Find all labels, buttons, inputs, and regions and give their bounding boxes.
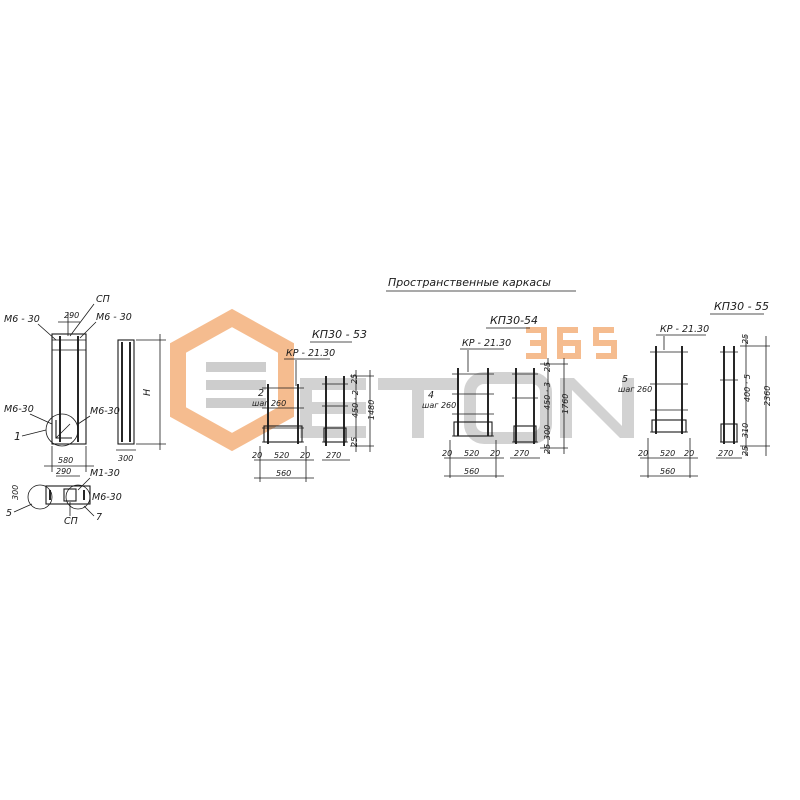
rebar-count: 4	[428, 390, 434, 401]
watermark-number-lettering	[526, 327, 617, 359]
eton-365-watermark	[170, 308, 634, 452]
rebar-step: шаг 260	[252, 399, 286, 408]
detail-5-circle	[27, 484, 53, 510]
side-width: 270	[514, 449, 529, 458]
frame-mark: КП30 - 53	[312, 328, 367, 341]
vert-dim-lower: 310	[741, 423, 750, 438]
front-dim-right: 20	[490, 449, 500, 458]
side-view-outline	[117, 339, 135, 445]
m6-30-label-mid-left: М6-30	[4, 404, 34, 415]
side-view	[322, 376, 348, 446]
m6-30-label-top: М6 - 30	[4, 314, 40, 325]
frame-kp30-53: КП30 - 53 КР - 21.30 2 шаг 260 20 520 20…	[252, 328, 376, 482]
front-width: 560	[464, 467, 479, 476]
hexagon-logo-icon	[170, 308, 294, 452]
side-width: 270	[326, 451, 341, 460]
side-width: 270	[718, 449, 733, 458]
vert-dim-mid: 400 · 5	[743, 374, 752, 402]
side-view	[512, 368, 538, 444]
dim-290-bottom: 290	[56, 467, 71, 476]
dim-300-side: 300	[118, 454, 133, 463]
front-dim-left: 20	[638, 449, 648, 458]
vert-dim-bottom: 25	[741, 446, 750, 456]
frame-height: 1480	[367, 400, 376, 420]
front-width: 560	[276, 469, 291, 478]
vert-dim-bottom: 25	[350, 437, 359, 447]
m6-30-label-plan: М6-30	[92, 492, 122, 503]
frame-kp30-54: КП30-54 КР - 21.30 4 шаг 260 20 520 20 5…	[422, 314, 570, 478]
side-view	[720, 346, 738, 444]
rebar-step: шаг 260	[618, 385, 652, 394]
sp-label-top: СП	[96, 294, 110, 305]
frame-height: 2360	[763, 386, 772, 406]
detail-1-circle	[45, 413, 79, 447]
sp-label-bottom: СП	[64, 516, 78, 527]
title-text: Пространственные каркасы	[388, 276, 551, 289]
rebar-mark: КР - 21.30	[660, 324, 709, 335]
frame-height: 1760	[561, 394, 570, 414]
front-view	[452, 368, 494, 437]
front-dim-right: 20	[684, 449, 694, 458]
detail-7-circle	[65, 484, 91, 510]
callout-1: 1	[14, 430, 21, 443]
callout-5: 5	[6, 508, 12, 519]
front-width: 560	[660, 467, 675, 476]
vert-dim-mid: 450 · 2	[351, 390, 360, 418]
callout-7: 7	[96, 512, 102, 523]
front-dim-left: 20	[442, 449, 452, 458]
frame-kp30-55: КП30 - 55 КР - 21.30 5 шаг 260 20 520 20…	[618, 300, 772, 478]
frame-mark: КП30-54	[490, 314, 538, 327]
dim-580: 580	[58, 456, 73, 465]
elevation-outline	[51, 333, 87, 445]
rebar-count: 2	[258, 388, 264, 399]
left-detail: 290 СП М6 - 30 М6 - 30 М6-30 М6-30 1 580…	[4, 294, 166, 527]
front-view	[650, 346, 688, 434]
front-dim-right: 20	[300, 451, 310, 460]
rebar-mark: КР - 21.30	[286, 348, 335, 359]
rebar-count: 5	[622, 374, 628, 385]
dim-290-top: 290	[64, 311, 79, 320]
dim-h: H	[142, 389, 153, 396]
rebar-step: шаг 260	[422, 401, 456, 410]
m6-30-label-mid-right: М6-30	[90, 406, 120, 417]
vert-dim-lower: 300	[543, 425, 552, 440]
vert-dim-mid: 450 · 3	[543, 382, 552, 410]
dim-300-plan: 300	[11, 485, 20, 500]
vert-dim-top: 25	[543, 362, 552, 372]
watermark-brand-lettering	[300, 372, 634, 444]
front-dim-left: 20	[252, 451, 262, 460]
rebar-mark: КР - 21.30	[462, 338, 511, 349]
front-dim-mid: 520	[464, 449, 479, 458]
front-view	[262, 384, 304, 444]
front-dim-mid: 520	[660, 449, 675, 458]
front-dim-mid: 520	[274, 451, 289, 460]
drawing-title: Пространственные каркасы	[386, 276, 576, 292]
vert-dim-top: 25	[741, 334, 750, 344]
m6-30-label-right: М6 - 30	[96, 312, 132, 323]
m1-30-label: М1-30	[90, 468, 120, 479]
vert-dim-bottom: 25	[543, 444, 552, 454]
vert-dim-top: 25	[350, 374, 359, 384]
frame-mark: КП30 - 55	[714, 300, 769, 313]
